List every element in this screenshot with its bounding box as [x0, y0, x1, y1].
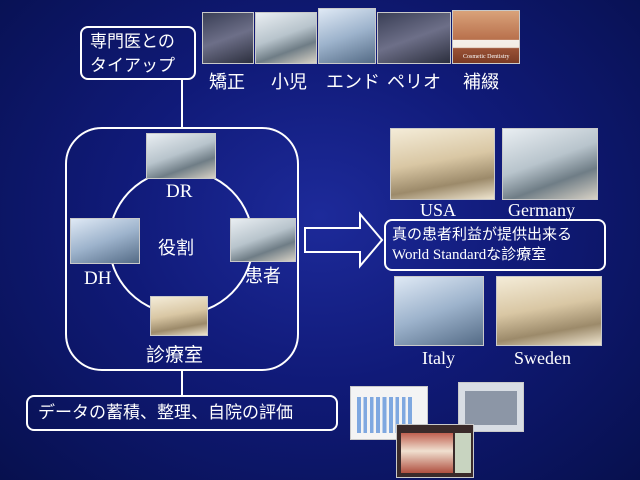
- photo-orthodontics: [202, 12, 254, 64]
- cosmetic-caption: Cosmetic Dentistry: [463, 54, 510, 60]
- photo-dr: [146, 133, 216, 179]
- specialty-endodontics: エンド: [326, 72, 380, 93]
- country-germany: Germany: [508, 200, 575, 220]
- specialist-tieup-box: 専門医との タイアップ: [80, 26, 196, 80]
- screenshot-records: [458, 382, 524, 432]
- specialty-orthodontics: 矯正: [209, 72, 245, 93]
- photo-endodontics: [318, 8, 376, 64]
- xray-image: [401, 433, 453, 473]
- specialist-tieup-line2: タイアップ: [90, 56, 175, 76]
- specialty-prosthodontics: 補綴: [463, 72, 499, 93]
- specialty-periodontics: ペリオ: [387, 72, 441, 93]
- specialist-tieup-line1: 専門医との: [90, 32, 175, 52]
- records-panel: [465, 391, 517, 425]
- country-sweden: Sweden: [514, 348, 571, 368]
- right-arrow: [304, 211, 384, 269]
- role-dh: DH: [84, 268, 112, 289]
- photo-pediatric: [255, 12, 317, 64]
- photo-italy: [394, 276, 484, 346]
- photo-patient: [230, 218, 296, 262]
- photo-periodontics: [377, 12, 451, 64]
- data-evaluation-text: データの蓄積、整理、自院の評価: [38, 403, 293, 423]
- photo-cosmetic: Cosmetic Dentistry: [452, 10, 520, 64]
- world-standard-line1: 真の患者利益が提供出来る: [392, 225, 573, 243]
- country-italy: Italy: [422, 348, 455, 368]
- xray-sidebar: [455, 433, 471, 473]
- specialty-pediatric: 小児: [271, 72, 307, 93]
- photo-dh: [70, 218, 140, 264]
- role-center: 役割: [158, 238, 194, 259]
- screenshot-dental-xray: [396, 424, 474, 478]
- role-room: 診療室: [146, 344, 204, 366]
- photo-sweden: [496, 276, 602, 346]
- photo-germany: [502, 128, 598, 200]
- photo-room: [150, 296, 208, 336]
- role-dr: DR: [166, 181, 193, 202]
- country-usa: USA: [420, 200, 457, 220]
- roles-frame: [65, 127, 299, 371]
- photo-usa: [390, 128, 495, 200]
- world-standard-box: 真の患者利益が提供出来る World Standardな診療室: [384, 219, 606, 271]
- role-patient: 患者: [245, 266, 281, 287]
- data-evaluation-box: データの蓄積、整理、自院の評価: [26, 395, 338, 431]
- world-standard-line2: World Standardな診療室: [392, 247, 547, 263]
